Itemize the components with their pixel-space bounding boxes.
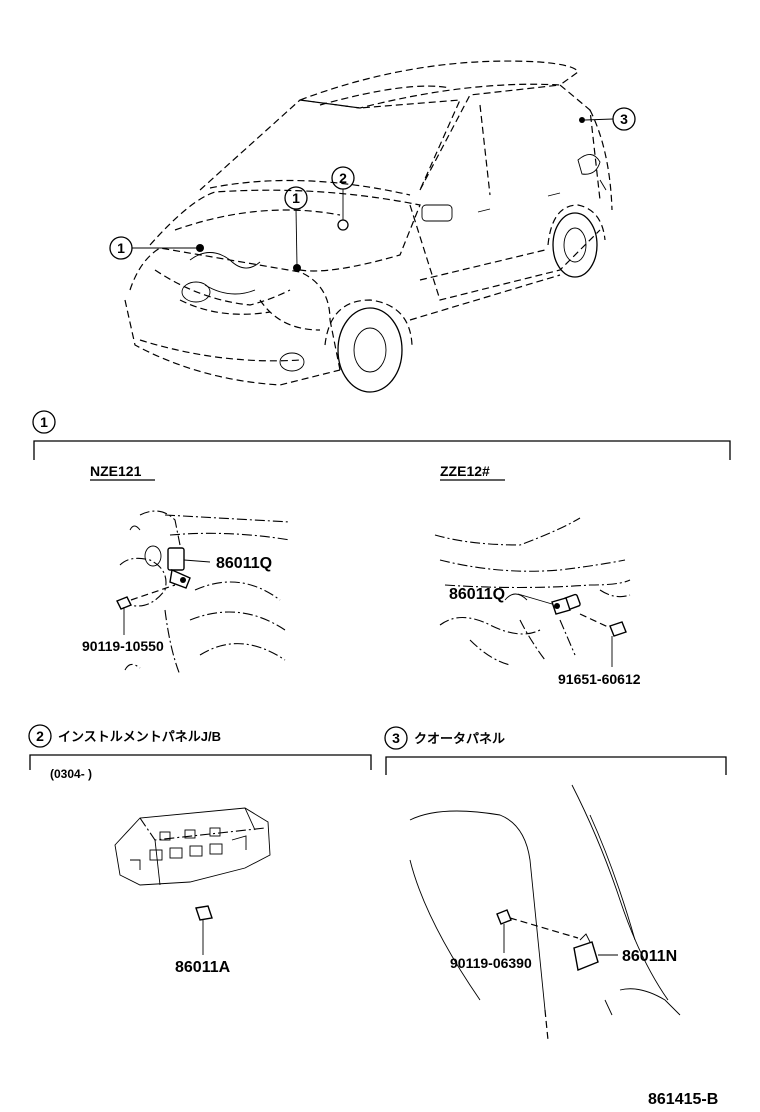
svg-text:ZZE12#: ZZE12#	[440, 463, 490, 479]
section-2-header: 2 インストルメントパネルJ/B	[28, 724, 372, 770]
bolt-90119-10550	[116, 584, 176, 635]
variant-nze121-label: NZE121	[90, 463, 155, 481]
zze12-engine-illustration	[434, 517, 631, 666]
nze121-engine-illustration	[119, 510, 291, 676]
svg-text:1: 1	[292, 190, 300, 206]
svg-text:3: 3	[392, 730, 400, 746]
part-number-86011n: 86011N	[622, 948, 677, 965]
svg-text:NZE121: NZE121	[90, 463, 142, 479]
car-callout-1-right: 1	[284, 186, 308, 267]
part-number-90119-10550: 90119-10550	[82, 638, 164, 654]
nut-91651-60612	[579, 613, 627, 667]
date-range: (0304- )	[50, 767, 92, 781]
horn-86011q-right	[517, 593, 581, 615]
figure-id: 861415-B	[648, 1091, 718, 1108]
svg-text:2: 2	[36, 728, 44, 744]
bolt-90119-06390	[496, 909, 579, 953]
svg-text:2: 2	[339, 170, 347, 186]
variant-zze12-label: ZZE12#	[440, 463, 505, 481]
car-callout-2: 2	[331, 166, 355, 220]
car-callout-3: 3	[584, 107, 636, 131]
part-number-91651-60612: 91651-60612	[558, 671, 641, 687]
part-number-86011q-right: 86011Q	[449, 586, 505, 603]
section-3-header: 3 クオータパネル	[384, 726, 727, 775]
svg-text:1: 1	[40, 414, 48, 430]
car-illustration	[124, 60, 613, 393]
junction-block-illustration	[114, 807, 271, 886]
svg-text:1: 1	[117, 240, 125, 256]
svg-text:3: 3	[620, 111, 628, 127]
quarter-panel-illustration	[409, 784, 681, 1041]
part-number-86011a: 86011A	[175, 959, 231, 976]
relay-86011a	[195, 905, 213, 955]
car-callout-1-left: 1	[109, 236, 198, 260]
svg-text:クオータパネル: クオータパネル	[414, 731, 505, 746]
svg-text:インストルメントパネルJ/B: インストルメントパネルJ/B	[58, 729, 221, 744]
horn-86011q-left	[167, 547, 211, 589]
section-1-header: 1	[32, 410, 731, 460]
part-number-90119-06390: 90119-06390	[450, 955, 532, 971]
part-number-86011q-left: 86011Q	[216, 555, 272, 572]
horn-86011n	[573, 933, 618, 971]
